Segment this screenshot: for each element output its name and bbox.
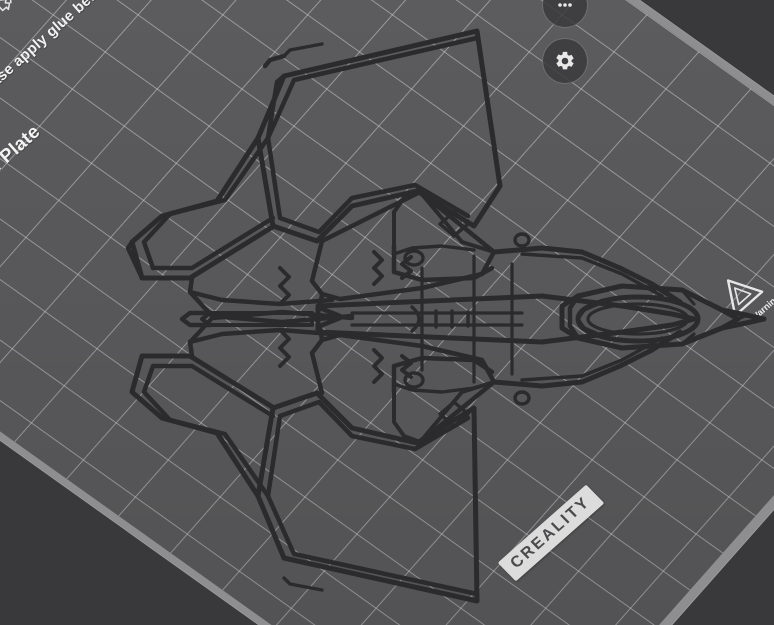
settings-button[interactable] [542, 38, 588, 84]
viewport-toolbar[interactable] [542, 0, 588, 84]
more-options-button[interactable] [542, 0, 588, 28]
hand-cursor-icon [0, 0, 589, 24]
gear-icon [556, 51, 574, 70]
ellipsis-icon [558, 3, 572, 7]
